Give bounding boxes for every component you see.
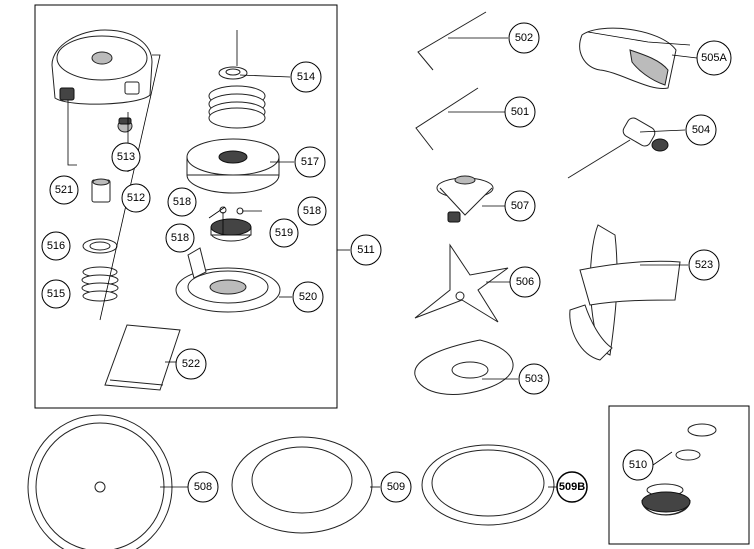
- callout-508-label: 508: [194, 481, 212, 493]
- callout-520: 520: [292, 281, 324, 313]
- callout-505a-label: 505A: [701, 52, 727, 64]
- spring-515-drawing: [81, 266, 119, 302]
- callout-503: 503: [518, 363, 550, 395]
- callout-505a: 505A: [696, 40, 732, 76]
- blade-503-drawing: [414, 339, 514, 395]
- callout-518-right: 518: [297, 196, 327, 226]
- guard-509b-drawing: [421, 444, 555, 526]
- bolt-513-drawing: [117, 117, 133, 133]
- spring-514-coil-drawing: [208, 85, 266, 129]
- cap-514-drawing: [218, 66, 248, 80]
- callout-509-label: 509: [387, 481, 405, 493]
- callout-518-lower-label: 518: [171, 232, 189, 244]
- blade-guard-509-drawing: [231, 436, 373, 534]
- callout-508: 508: [187, 471, 219, 503]
- callout-503-label: 503: [525, 373, 543, 385]
- callout-513: 513: [111, 142, 141, 172]
- callout-522-label: 522: [182, 358, 200, 370]
- hub-519-drawing: [210, 218, 252, 242]
- head-cover-drawing: [51, 29, 153, 105]
- callout-512: 512: [121, 183, 151, 213]
- manual-522-drawing: [104, 324, 181, 391]
- callout-511-label: 511: [357, 244, 375, 256]
- callout-520-label: 520: [299, 291, 317, 303]
- callout-509b-label: 509B: [559, 481, 585, 493]
- callout-519: 519: [269, 218, 299, 248]
- blade-506-drawing: [414, 243, 509, 323]
- callout-501-label: 501: [511, 106, 529, 118]
- callout-518-right-label: 518: [303, 205, 321, 217]
- assembly-510-frame: [608, 405, 750, 545]
- callout-519-label: 519: [275, 227, 293, 239]
- hex-key-502-drawing: [417, 11, 487, 71]
- callout-502: 502: [508, 22, 540, 54]
- callout-523: 523: [688, 249, 720, 281]
- callout-507-label: 507: [511, 200, 529, 212]
- callout-515: 515: [41, 279, 71, 309]
- callout-517-label: 517: [301, 156, 319, 168]
- callout-502-label: 502: [515, 32, 533, 44]
- callout-leaders: [160, 37, 698, 488]
- head-assembly-510-drawing: [641, 423, 717, 516]
- callout-522: 522: [175, 348, 207, 380]
- callout-511: 511: [350, 234, 382, 266]
- callout-521-label: 521: [55, 184, 73, 196]
- callout-523-label: 523: [695, 259, 713, 271]
- callout-514-label: 514: [297, 71, 315, 83]
- goggles-505a-drawing: [579, 27, 691, 90]
- callout-515-label: 515: [47, 288, 65, 300]
- spool-517-drawing: [186, 138, 280, 194]
- housing-520-drawing: [175, 247, 281, 313]
- callout-507: 507: [504, 190, 536, 222]
- box-wrench-504-drawing: [567, 117, 669, 179]
- callout-518-upper-label: 518: [173, 196, 191, 208]
- callout-516-label: 516: [47, 240, 65, 252]
- saw-blade-508-drawing: [27, 414, 173, 549]
- callout-504-label: 504: [692, 124, 710, 136]
- nut-521-drawing: [91, 178, 111, 203]
- callout-501: 501: [504, 96, 536, 128]
- callout-504: 504: [685, 114, 717, 146]
- callout-509: 509: [380, 471, 412, 503]
- callout-514: 514: [290, 61, 322, 93]
- assembly-511-frame: [34, 4, 338, 409]
- callout-521: 521: [49, 175, 79, 205]
- callout-512-label: 512: [127, 192, 145, 204]
- callout-506: 506: [509, 266, 541, 298]
- harness-523-drawing: [569, 224, 681, 361]
- spool-head-507-drawing: [436, 175, 494, 223]
- callout-513-label: 513: [117, 151, 135, 163]
- callout-506-label: 506: [516, 276, 534, 288]
- callout-516: 516: [41, 231, 71, 261]
- callout-510-label: 510: [629, 459, 647, 471]
- callout-510: 510: [622, 449, 654, 481]
- callout-518-upper: 518: [167, 187, 197, 217]
- callout-518-lower: 518: [165, 223, 195, 253]
- hex-key-501-drawing: [415, 87, 479, 151]
- callout-517: 517: [294, 146, 326, 178]
- callout-509b: 509B: [556, 471, 588, 503]
- washer-516-hole: [89, 241, 111, 251]
